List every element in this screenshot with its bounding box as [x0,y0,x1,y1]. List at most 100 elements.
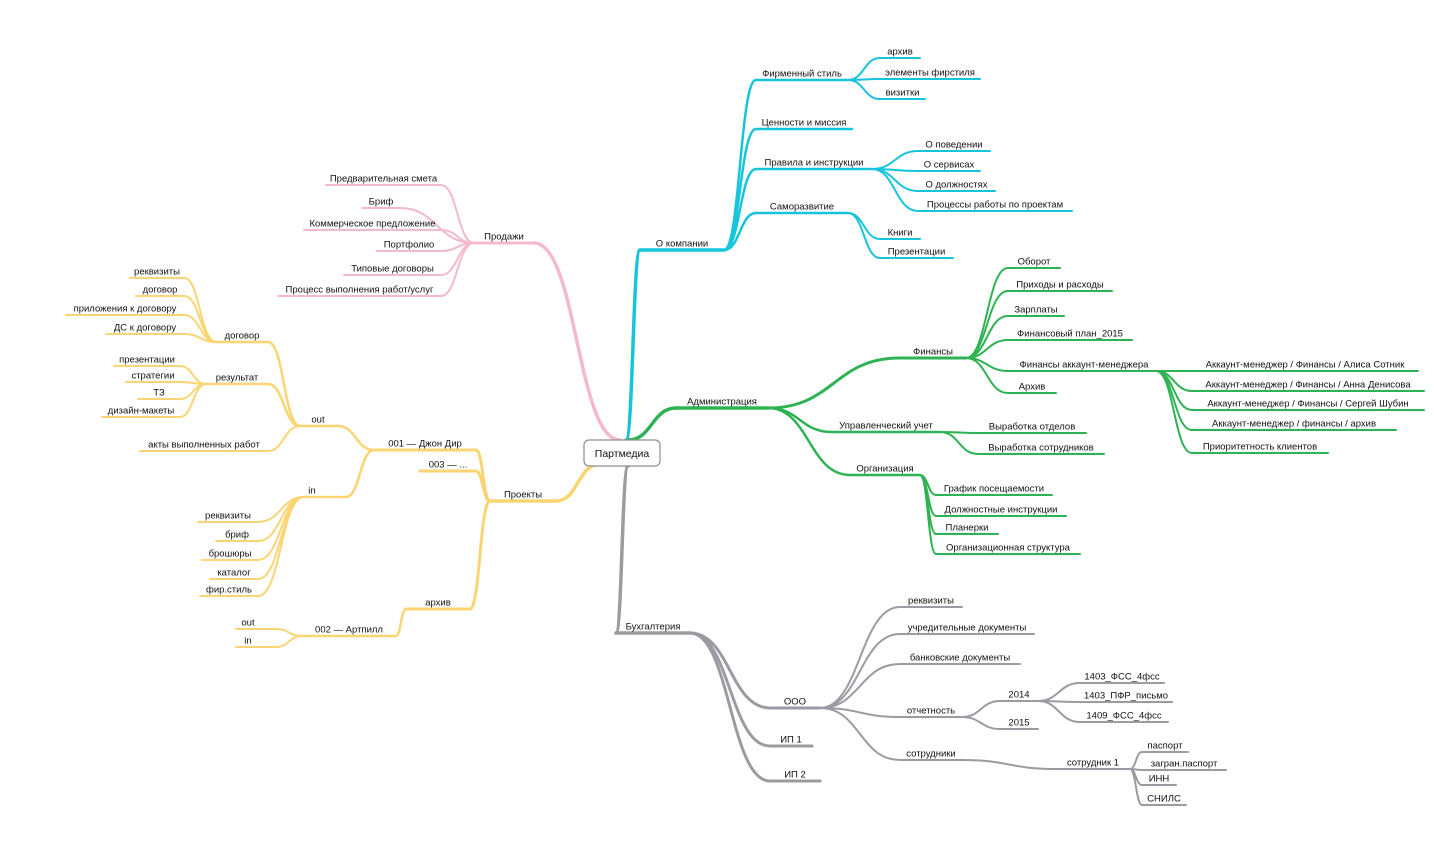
branch-connector [688,631,772,748]
node-rules-item[interactable]: О должностях [925,180,987,191]
node-result-item[interactable]: стратегии [131,371,174,382]
node-mgmt-item[interactable]: Выработка сотрудников [988,443,1093,454]
node-report-file[interactable]: 1409_ФСС_4фсс [1086,711,1161,722]
node-employee-doc[interactable]: загран.паспорт [1151,759,1218,770]
node-finance-item[interactable]: Зарплаты [1014,305,1057,316]
node-year-2015[interactable]: 2015 [1008,718,1029,729]
node-finance-item[interactable]: Финансы аккаунт-менеджера [1020,360,1150,371]
node-ooo[interactable]: ООО [784,697,806,708]
node-report-file[interactable]: 1403_ФСС_4фсс [1084,672,1159,683]
branch-connector [554,462,602,503]
node-contract-item[interactable]: приложения к договору [74,304,177,315]
node-selfdev-item[interactable]: Презентации [888,247,946,258]
node-contract-item[interactable]: ДС к договору [114,323,176,334]
branch-projects[interactable]: Проекты [504,490,542,501]
node-archive-folder[interactable]: in [244,636,251,647]
node-ooo-item[interactable]: сотрудники [906,749,955,760]
branch-connector [1129,768,1143,806]
node-sales-item[interactable]: Портфолио [384,240,435,251]
node-account-manager-item[interactable]: Аккаунт-менеджер / Финансы / Сергей Шуби… [1207,399,1408,410]
branch-connector [961,700,1001,718]
node-sales-item[interactable]: Предварительная смета [330,174,438,185]
node-project-001[interactable]: 001 — Джон Дир [388,439,462,450]
node-in-item[interactable]: бриф [225,530,249,541]
branch-administration[interactable]: Администрация [687,397,757,408]
node-account-manager-item[interactable]: Приоритетность клиентов [1203,442,1317,453]
node-in-item[interactable]: реквизиты [205,511,251,522]
root-node[interactable]: Партмедиа [583,439,661,467]
node-self-development[interactable]: Саморазвитие [770,202,834,213]
node-mgmt-item[interactable]: Выработка отделов [989,422,1076,433]
node-in-item[interactable]: фир.стиль [206,585,252,596]
node-org-item[interactable]: Планерки [946,523,989,534]
branch-connector [688,631,772,710]
branch-sales[interactable]: Продажи [484,232,524,243]
node-result[interactable]: результат [216,373,259,384]
branch-connector [468,499,492,611]
node-brand-style[interactable]: Фирменный стиль [762,69,842,80]
node-rules[interactable]: Правила и инструкции [765,158,864,169]
node-ooo-item[interactable]: банковские документы [910,653,1011,664]
node-folder-out[interactable]: out [311,415,325,426]
node-contract-item[interactable]: договор [143,285,178,296]
node-rules-item[interactable]: О сервисах [924,160,975,171]
node-in-item[interactable]: каталог [217,568,251,579]
branch-connector [1155,370,1193,454]
node-management-accounting[interactable]: Управленческий учет [839,421,933,432]
node-finance[interactable]: Финансы [913,347,953,358]
node-result-item[interactable]: презентации [119,355,175,366]
node-rules-item[interactable]: О поведении [925,140,982,151]
node-ooo-item[interactable]: реквизиты [908,596,954,607]
node-account-manager-item[interactable]: Аккаунт-менеджер / Финансы / Анна Денисо… [1205,380,1411,391]
node-year-2014[interactable]: 2014 [1008,690,1029,701]
node-contract-item[interactable]: реквизиты [134,267,180,278]
node-archive[interactable]: архив [425,598,451,609]
node-acts[interactable]: акты выполненных работ [148,440,260,451]
node-finance-item[interactable]: Оборот [1018,257,1051,268]
node-selfdev-item[interactable]: Книги [888,228,913,239]
branch-accounting[interactable]: Бухгалтерия [626,622,681,633]
branch-connector [275,628,303,637]
node-result-item[interactable]: дизайн-макеты [108,406,175,417]
node-project-003[interactable]: 003 — ... [429,460,468,471]
node-project-002[interactable]: 002 — Артпилл [315,625,383,636]
node-style-item[interactable]: элементы фирстиля [885,68,975,79]
node-archive-folder[interactable]: out [241,618,255,629]
node-organization[interactable]: Организация [856,464,913,475]
node-ip2[interactable]: ИП 2 [784,770,806,781]
branch-connector [336,424,376,452]
node-finance-item[interactable]: Финансовый план_2015 [1017,329,1123,340]
node-ooo-item[interactable]: отчетность [907,706,955,717]
node-employee[interactable]: сотрудник 1 [1067,758,1119,769]
node-account-manager-item[interactable]: Аккаунт-менеджер / Финансы / Алиса Сотни… [1206,360,1406,371]
node-sales-item[interactable]: Бриф [369,197,394,208]
node-sales-item[interactable]: Типовые договоры [351,264,434,275]
node-employee-doc[interactable]: ИНН [1149,774,1170,785]
node-in-item[interactable]: брошюры [209,549,252,560]
node-employee-doc[interactable]: паспорт [1147,741,1183,752]
branch-connector [267,425,301,452]
node-result-item[interactable]: ТЗ [153,388,165,399]
node-ip1[interactable]: ИП 1 [780,735,802,746]
branch-connector [1037,682,1081,702]
node-sales-item[interactable]: Коммерческое предложение [309,219,435,230]
node-org-item[interactable]: График посещаемости [944,484,1044,495]
branch-about[interactable]: О компании [656,239,708,250]
node-ooo-item[interactable]: учредительные документы [908,623,1027,634]
node-sales-item[interactable]: Процесс выполнения работ/услуг [286,285,434,296]
node-employee-doc[interactable]: СНИЛС [1147,794,1181,805]
node-finance-item[interactable]: Архив [1019,382,1046,393]
branch-connector [965,357,1009,394]
node-style-item[interactable]: архив [887,47,913,58]
node-contract[interactable]: договор [225,331,260,342]
node-finance-item[interactable]: Приходы и расходы [1016,280,1104,291]
node-report-file[interactable]: 1403_ПФР_письмо [1084,691,1168,702]
node-rules-item[interactable]: Процессы работы по проектам [927,200,1063,211]
node-style-item[interactable]: визитки [886,88,920,99]
node-org-item[interactable]: Должностные инструкции [945,505,1058,516]
node-values-mission[interactable]: Ценности и миссия [762,118,847,129]
node-account-manager-item[interactable]: Аккаунт-менеджер / финансы / архив [1212,419,1376,430]
node-folder-in[interactable]: in [308,486,315,497]
branch-connector [1037,700,1081,723]
node-org-item[interactable]: Организационная структура [946,543,1071,554]
